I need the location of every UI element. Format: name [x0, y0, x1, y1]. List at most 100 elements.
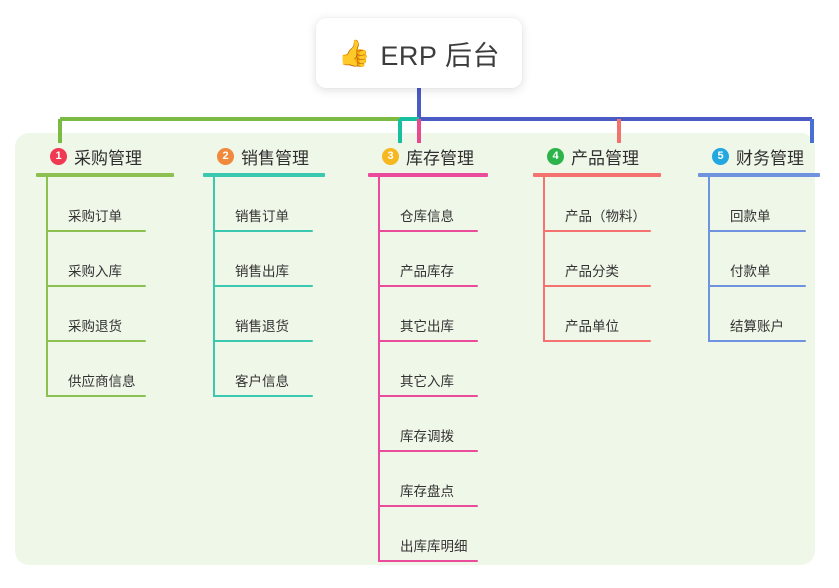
branch-item-label: 回款单 [730, 209, 771, 224]
branch-spine [46, 177, 48, 397]
branch-column-1: 1 采购管理采购订单采购入库采购退货供应商信息 [36, 143, 203, 397]
branch-item[interactable]: 产品（物料） [543, 177, 698, 232]
branch-item-label: 销售出库 [235, 264, 289, 279]
branch-title: 库存管理 [406, 148, 474, 168]
branch-item-rule [213, 285, 313, 287]
branch-header-2[interactable]: 2 销售管理 [203, 143, 368, 169]
branch-header-rule [698, 173, 820, 177]
branch-item[interactable]: 产品库存 [378, 232, 533, 287]
branch-item-rule [46, 230, 146, 232]
branch-item[interactable]: 库存调拨 [378, 397, 533, 452]
branch-item-rule [213, 395, 313, 397]
branch-item-label: 采购订单 [68, 209, 122, 224]
branch-item-rule [213, 340, 313, 342]
root-node-title: ERP 后台 [380, 40, 500, 71]
branch-item-label: 采购退货 [68, 319, 122, 334]
branch-item[interactable]: 销售出库 [213, 232, 368, 287]
branch-header-5[interactable]: 5 财务管理 [698, 143, 839, 169]
branch-item-rule [378, 285, 478, 287]
diagram-background-panel [15, 133, 815, 565]
branch-item-label: 库存盘点 [400, 484, 454, 499]
branch-item[interactable]: 付款单 [708, 232, 839, 287]
branch-item-rule [46, 395, 146, 397]
branch-item[interactable]: 销售订单 [213, 177, 368, 232]
branch-item-list: 产品（物料） 产品分类产品单位 [543, 177, 698, 342]
branch-item[interactable]: 销售退货 [213, 287, 368, 342]
branch-item-rule [378, 230, 478, 232]
branch-item[interactable]: 库存盘点 [378, 452, 533, 507]
branch-item-label: 供应商信息 [68, 374, 136, 389]
branch-number-badge: 1 [50, 147, 67, 165]
branch-item-label: 其它入库 [400, 374, 454, 389]
branch-item[interactable]: 其它入库 [378, 342, 533, 397]
branch-item[interactable]: 回款单 [708, 177, 839, 232]
branch-item-label: 产品分类 [565, 264, 619, 279]
branch-item-label: 采购入库 [68, 264, 122, 279]
branch-item-list: 仓库信息产品库存其它出库其它入库库存调拨库存盘点出库库明细 [378, 177, 533, 562]
branch-number-badge: 4 [547, 147, 564, 165]
branch-item-rule [378, 505, 478, 507]
branch-item-rule [708, 230, 806, 232]
branch-item-rule [378, 395, 478, 397]
branch-item[interactable]: 其它出库 [378, 287, 533, 342]
branch-item[interactable]: 结算账户 [708, 287, 839, 342]
branch-column-5: 5 财务管理回款单付款单结算账户 [698, 143, 839, 342]
branch-spine [378, 177, 380, 562]
branch-item[interactable]: 仓库信息 [378, 177, 533, 232]
branch-item-label: 产品库存 [400, 264, 454, 279]
branch-number-badge: 2 [217, 147, 234, 165]
branch-item-label: 产品单位 [565, 319, 619, 334]
branch-title: 采购管理 [74, 148, 142, 168]
branch-number-badge: 5 [712, 147, 729, 165]
branch-item[interactable]: 产品单位 [543, 287, 698, 342]
branch-spine [708, 177, 710, 342]
branch-item[interactable]: 采购退货 [46, 287, 203, 342]
branch-item-rule [708, 340, 806, 342]
branch-item-label: 库存调拨 [400, 429, 454, 444]
branch-item[interactable]: 采购入库 [46, 232, 203, 287]
thumbs-up-icon: 👍 [338, 38, 371, 68]
branch-item-list: 回款单付款单结算账户 [708, 177, 839, 342]
branch-item-rule [46, 340, 146, 342]
branch-item-label: 销售订单 [235, 209, 289, 224]
branch-item-list: 采购订单采购入库采购退货供应商信息 [46, 177, 203, 397]
branch-item-rule [543, 285, 651, 287]
branch-header-3[interactable]: 3 库存管理 [368, 143, 533, 169]
branch-header-rule [36, 173, 174, 177]
root-node-card[interactable]: 👍 ERP 后台 [316, 18, 522, 88]
branch-item-label: 出库库明细 [400, 539, 468, 554]
branch-item-label: 结算账户 [730, 319, 784, 334]
branch-item[interactable]: 产品分类 [543, 232, 698, 287]
branch-column-3: 3 库存管理仓库信息产品库存其它出库其它入库库存调拨库存盘点出库库明细 [368, 143, 533, 562]
branch-column-2: 2 销售管理销售订单销售出库销售退货客户信息 [203, 143, 368, 397]
branch-item[interactable]: 采购订单 [46, 177, 203, 232]
branch-item-rule [46, 285, 146, 287]
branch-item-list: 销售订单销售出库销售退货客户信息 [213, 177, 368, 397]
branch-item-label: 其它出库 [400, 319, 454, 334]
branch-item-rule [378, 340, 478, 342]
branch-item-rule [213, 230, 313, 232]
branch-title: 销售管理 [241, 148, 309, 168]
branch-item-label: 产品（物料） [565, 209, 646, 224]
branch-header-rule [203, 173, 325, 177]
branch-item-rule [543, 230, 651, 232]
branch-item-label: 付款单 [730, 264, 771, 279]
branch-item-label: 仓库信息 [400, 209, 454, 224]
branch-item-label: 销售退货 [235, 319, 289, 334]
branch-header-1[interactable]: 1 采购管理 [36, 143, 203, 169]
branch-item[interactable]: 出库库明细 [378, 507, 533, 562]
branch-item[interactable]: 供应商信息 [46, 342, 203, 397]
branch-item-rule [543, 340, 651, 342]
branch-item-rule [708, 285, 806, 287]
branch-item-rule [378, 560, 478, 562]
branch-item-rule [378, 450, 478, 452]
branch-item-label: 客户信息 [235, 374, 289, 389]
branch-header-rule [533, 173, 661, 177]
branch-item[interactable]: 客户信息 [213, 342, 368, 397]
branch-title: 财务管理 [736, 148, 804, 168]
branch-header-rule [368, 173, 488, 177]
branch-spine [543, 177, 545, 342]
branch-number-badge: 3 [382, 147, 399, 165]
